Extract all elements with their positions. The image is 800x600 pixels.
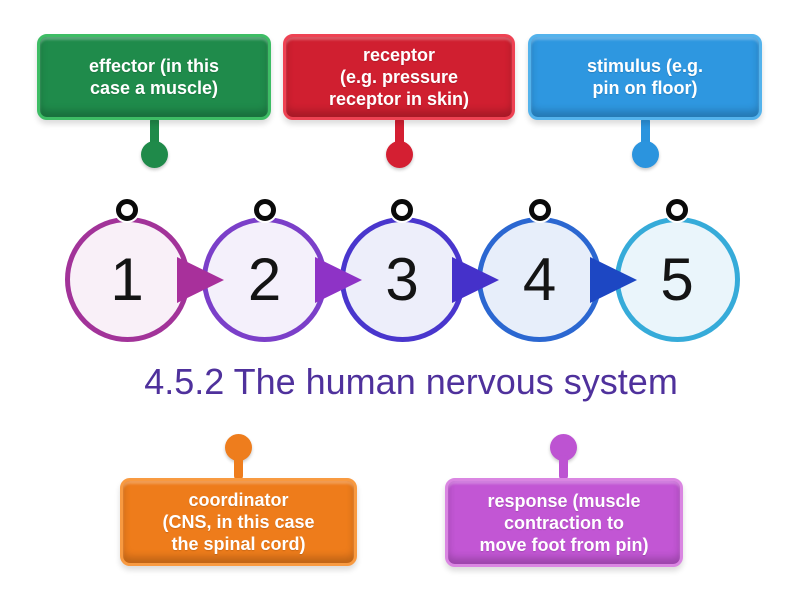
step-number: 4 (522, 245, 557, 313)
answer-card-label: response (muscle contraction to move foo… (479, 490, 649, 555)
pin-icon[interactable] (631, 141, 659, 168)
step-arrow-icon (589, 257, 637, 303)
pin-stem (640, 117, 650, 146)
answer-card-label: coordinator (CNS, in this case the spina… (162, 490, 315, 554)
target-ring-icon[interactable] (116, 199, 138, 221)
target-ring-icon[interactable] (528, 199, 551, 221)
step-circle-1: 1 (64, 217, 190, 342)
answer-card-stimulus[interactable]: stimulus (e.g. pin on floor) (528, 34, 762, 120)
answer-card-label: stimulus (e.g. pin on floor) (586, 56, 703, 98)
pin-icon[interactable] (385, 141, 413, 168)
step-number: 5 (660, 245, 694, 313)
step-arrow-icon (452, 257, 499, 303)
answer-card-effector[interactable]: effector (in this case a muscle) (37, 34, 271, 120)
pin-icon[interactable] (140, 141, 168, 168)
answer-card-coordinator[interactable]: coordinator (CNS, in this case the spina… (120, 478, 357, 566)
answer-card-receptor[interactable]: receptor (e.g. pressure receptor in skin… (283, 34, 515, 120)
step-number: 1 (110, 245, 144, 313)
answer-card-response[interactable]: response (muscle contraction to move foo… (445, 478, 683, 567)
pin-stem (394, 117, 404, 146)
answer-card-label: receptor (e.g. pressure receptor in skin… (328, 45, 470, 109)
pin-stem (149, 117, 159, 146)
target-ring-icon[interactable] (253, 199, 276, 221)
page-title: 4.5.2 The human nervous system (144, 361, 678, 402)
step-arrow-icon (314, 257, 362, 303)
target-ring-icon[interactable] (666, 199, 688, 221)
step-number: 2 (247, 245, 282, 313)
answer-card-label: effector (in this case a muscle) (88, 56, 219, 98)
step-number: 3 (385, 245, 419, 313)
step-arrow-icon (177, 257, 224, 303)
pin-stem (559, 455, 568, 480)
pin-stem (234, 455, 243, 480)
target-ring-icon[interactable] (391, 199, 413, 221)
